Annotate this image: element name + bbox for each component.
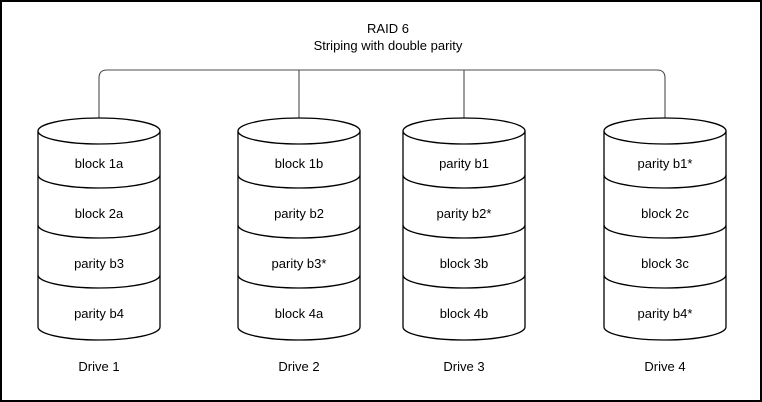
block-label: parity b4* xyxy=(638,306,693,321)
drive-label: Drive 3 xyxy=(443,359,484,374)
block-label: block 4b xyxy=(440,306,488,321)
cylinder-top-ellipse xyxy=(37,117,161,145)
cylinder-segment-divider xyxy=(603,274,727,289)
block-label: block 1a xyxy=(75,156,124,171)
drive-1-cylinder: block 1a block 2a parity b3 parity b4 Dr… xyxy=(37,117,161,374)
block-label: parity b2* xyxy=(437,206,492,221)
cylinder-body xyxy=(237,131,361,341)
block-label: parity b4 xyxy=(74,306,124,321)
cylinder-top-ellipse xyxy=(402,117,526,145)
bus-connector-line xyxy=(98,69,666,118)
cylinder-segment-divider xyxy=(402,274,526,289)
drive-label: Drive 2 xyxy=(278,359,319,374)
drive-3-cylinder: parity b1 parity b2* block 3b block 4b D… xyxy=(402,117,526,374)
drive-2-cylinder: block 1b parity b2 parity b3* block 4a D… xyxy=(237,117,361,374)
block-label: parity b3 xyxy=(74,256,124,271)
drive-label: Drive 4 xyxy=(644,359,685,374)
diagram-title: RAID 6 xyxy=(367,21,409,36)
block-label: block 3c xyxy=(641,256,689,271)
cylinder-top-ellipse xyxy=(237,117,361,145)
cylinder-segment-divider xyxy=(237,274,361,289)
cylinder-segment-divider xyxy=(603,224,727,239)
cylinder-body xyxy=(603,131,727,341)
cylinder-segment-divider xyxy=(237,174,361,189)
cylinder-top-ellipse xyxy=(603,117,727,145)
cylinder-segment-divider xyxy=(237,224,361,239)
diagram-subtitle: Striping with double parity xyxy=(314,38,463,53)
block-label: parity b2 xyxy=(274,206,324,221)
cylinder-segment-divider xyxy=(603,174,727,189)
cylinder-segment-divider xyxy=(402,174,526,189)
block-label: parity b1 xyxy=(439,156,489,171)
drive-4-cylinder: parity b1* block 2c block 3c parity b4* … xyxy=(603,117,727,374)
cylinder-segment-divider xyxy=(402,224,526,239)
drive-label: Drive 1 xyxy=(78,359,119,374)
block-label: block 2a xyxy=(75,206,124,221)
cylinder-segment-divider xyxy=(37,274,161,289)
cylinder-segment-divider xyxy=(37,174,161,189)
block-label: block 2c xyxy=(641,206,689,221)
cylinder-segment-divider xyxy=(37,224,161,239)
block-label: parity b1* xyxy=(638,156,693,171)
block-label: parity b3* xyxy=(272,256,327,271)
block-label: block 1b xyxy=(275,156,323,171)
block-label: block 3b xyxy=(440,256,488,271)
cylinder-body xyxy=(402,131,526,341)
cylinder-body xyxy=(37,131,161,341)
block-label: block 4a xyxy=(275,306,324,321)
